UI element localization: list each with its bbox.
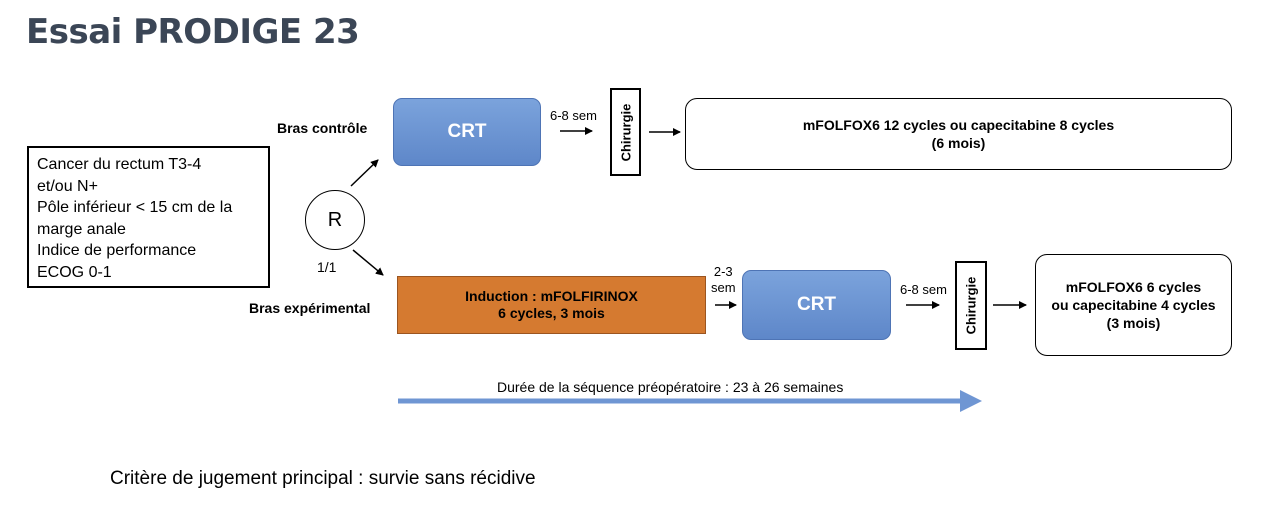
control-result-line: (6 mois) <box>931 135 986 151</box>
patient-line: marge anale <box>37 220 126 238</box>
delay1-line: sem <box>711 280 736 295</box>
control-result-box: mFOLFOX6 12 cycles ou capecitabine 8 cyc… <box>685 98 1232 170</box>
patient-line: Pôle inférieur < 15 cm de la <box>37 199 233 216</box>
duration-arrow-head <box>960 390 982 412</box>
patient-line: Indice de performance <box>37 242 197 259</box>
randomization-ratio: 1/1 <box>317 259 337 275</box>
randomization-circle: R <box>305 190 365 250</box>
experimental-result-line: mFOLFOX6 6 cycles <box>1065 279 1202 295</box>
page-title: Essai PRODIGE 23 <box>26 12 360 52</box>
experimental-delay1-label: 2-3 sem <box>711 264 736 296</box>
patient-line: Cancer du rectum T3-4 <box>37 156 202 173</box>
arrow-r-to-experimental <box>352 249 384 276</box>
control-surgery-box: Chirurgie <box>610 88 641 176</box>
patient-criteria-box: Cancer du rectum T3-4 et/ou N+ Pôle infé… <box>27 146 270 288</box>
induction-line: 6 cycles, 3 mois <box>498 305 605 321</box>
primary-endpoint: Critère de jugement principal : survie s… <box>110 468 536 489</box>
experimental-result-box: mFOLFOX6 6 cycles ou capecitabine 4 cycl… <box>1035 254 1232 356</box>
experimental-result-line: (3 mois) <box>1106 315 1161 331</box>
experimental-crt-label: CRT <box>796 294 837 315</box>
experimental-surgery-box: Chirurgie <box>955 261 987 350</box>
induction-line: Induction : mFOLFIRINOX <box>465 288 638 304</box>
experimental-result-line: ou capecitabine 4 cycles <box>1051 297 1216 313</box>
patient-line: ECOG 0-1 <box>37 263 112 281</box>
experimental-surgery-label: Chirurgie <box>963 276 979 335</box>
control-crt-box: CRT <box>393 98 541 166</box>
experimental-arm-label: Bras expérimental <box>249 300 371 316</box>
control-delay-label: 6-8 sem <box>550 108 597 123</box>
patient-line: et/ou N+ <box>37 177 98 195</box>
control-crt-label: CRT <box>447 121 487 142</box>
duration-label: Durée de la séquence préopératoire : 23 … <box>497 379 844 395</box>
randomization-symbol: R <box>327 208 343 231</box>
delay1-line: 2-3 <box>713 264 733 279</box>
control-surgery-label: Chirurgie <box>618 103 634 161</box>
experimental-delay2-label: 6-8 sem <box>900 282 947 297</box>
control-result-line: mFOLFOX6 12 cycles ou capecitabine 8 cyc… <box>802 117 1115 133</box>
control-arm-label: Bras contrôle <box>277 120 368 136</box>
arrow-r-to-control <box>350 159 379 187</box>
induction-box: Induction : mFOLFIRINOX 6 cycles, 3 mois <box>397 276 706 334</box>
experimental-crt-box: CRT <box>742 270 891 340</box>
